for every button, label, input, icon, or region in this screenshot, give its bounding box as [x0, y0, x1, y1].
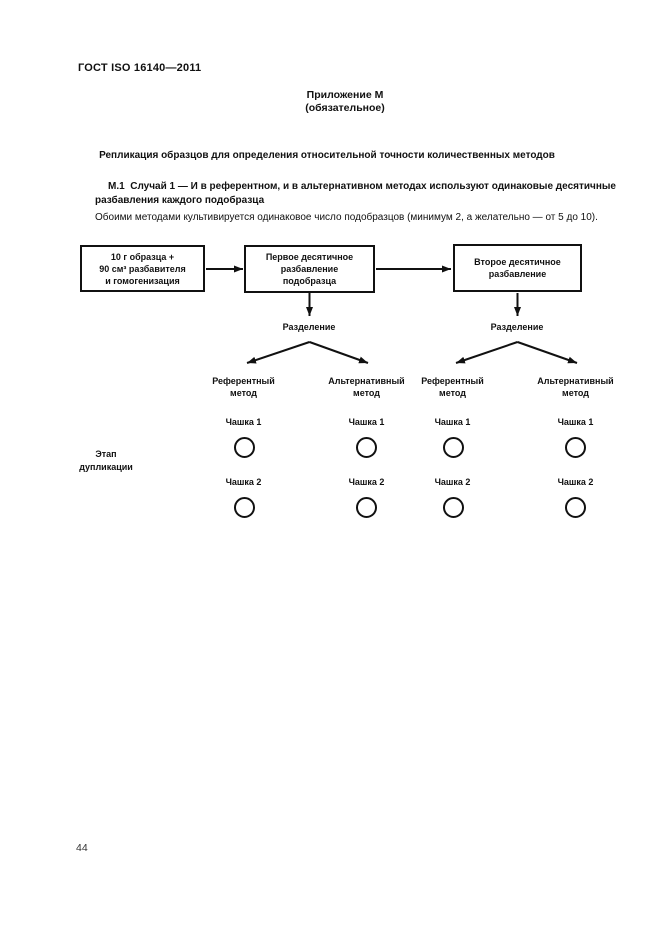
plate1-label: Чашка 1: [434, 417, 471, 427]
method-label: Референтный метод: [421, 376, 484, 398]
plate2-label: Чашка 2: [557, 477, 594, 487]
arrow-split-left-2: [309, 341, 369, 364]
petri-dish-circle: [565, 437, 586, 458]
page-header: ГОСТ ISO 16140—2011: [78, 62, 202, 74]
method-label: Альтернативный метод: [537, 376, 614, 398]
plate1-label: Чашка 1: [557, 417, 594, 427]
petri-dish-circle: [234, 497, 255, 518]
plate2-label: Чашка 2: [434, 477, 471, 487]
petri-dish-circle: [443, 437, 464, 458]
petri-dish-circle: [234, 437, 255, 458]
method-label: Альтернативный метод: [328, 376, 405, 398]
plate1-label: Чашка 1: [348, 417, 385, 427]
section-body: Обоими методами культивируется одинаково…: [95, 212, 598, 223]
appendix-label: Приложение М (обязательное): [305, 89, 385, 114]
plate1-label: Чашка 1: [225, 417, 262, 427]
arrow-split-right-1: [455, 341, 518, 364]
split-label-right: Разделение: [490, 322, 544, 332]
petri-dish-circle: [356, 437, 377, 458]
section-heading: М.1 Случай 1 — И в референтном, и в альт…: [95, 181, 616, 206]
page-number: 44: [76, 842, 88, 854]
arrow-split-right-2: [517, 341, 578, 364]
split-label-left: Разделение: [282, 322, 336, 332]
petri-dish-circle: [565, 497, 586, 518]
second-dilution-box: Второе десятичное разбавление: [453, 244, 582, 292]
duplication-stage-label: Этап дупликации: [79, 449, 133, 472]
arrow-split-left-1: [246, 341, 310, 364]
plate2-label: Чашка 2: [348, 477, 385, 487]
petri-dish-circle: [356, 497, 377, 518]
method-label: Референтный метод: [212, 376, 275, 398]
first-dilution-box: Первое десятичное разбавление подобразца: [244, 245, 375, 293]
plate2-label: Чашка 2: [225, 477, 262, 487]
sample-box: 10 г образца + 90 см³ разбавителя и гомо…: [80, 245, 205, 292]
petri-dish-circle: [443, 497, 464, 518]
document-title: Репликация образцов для определения отно…: [99, 150, 555, 161]
